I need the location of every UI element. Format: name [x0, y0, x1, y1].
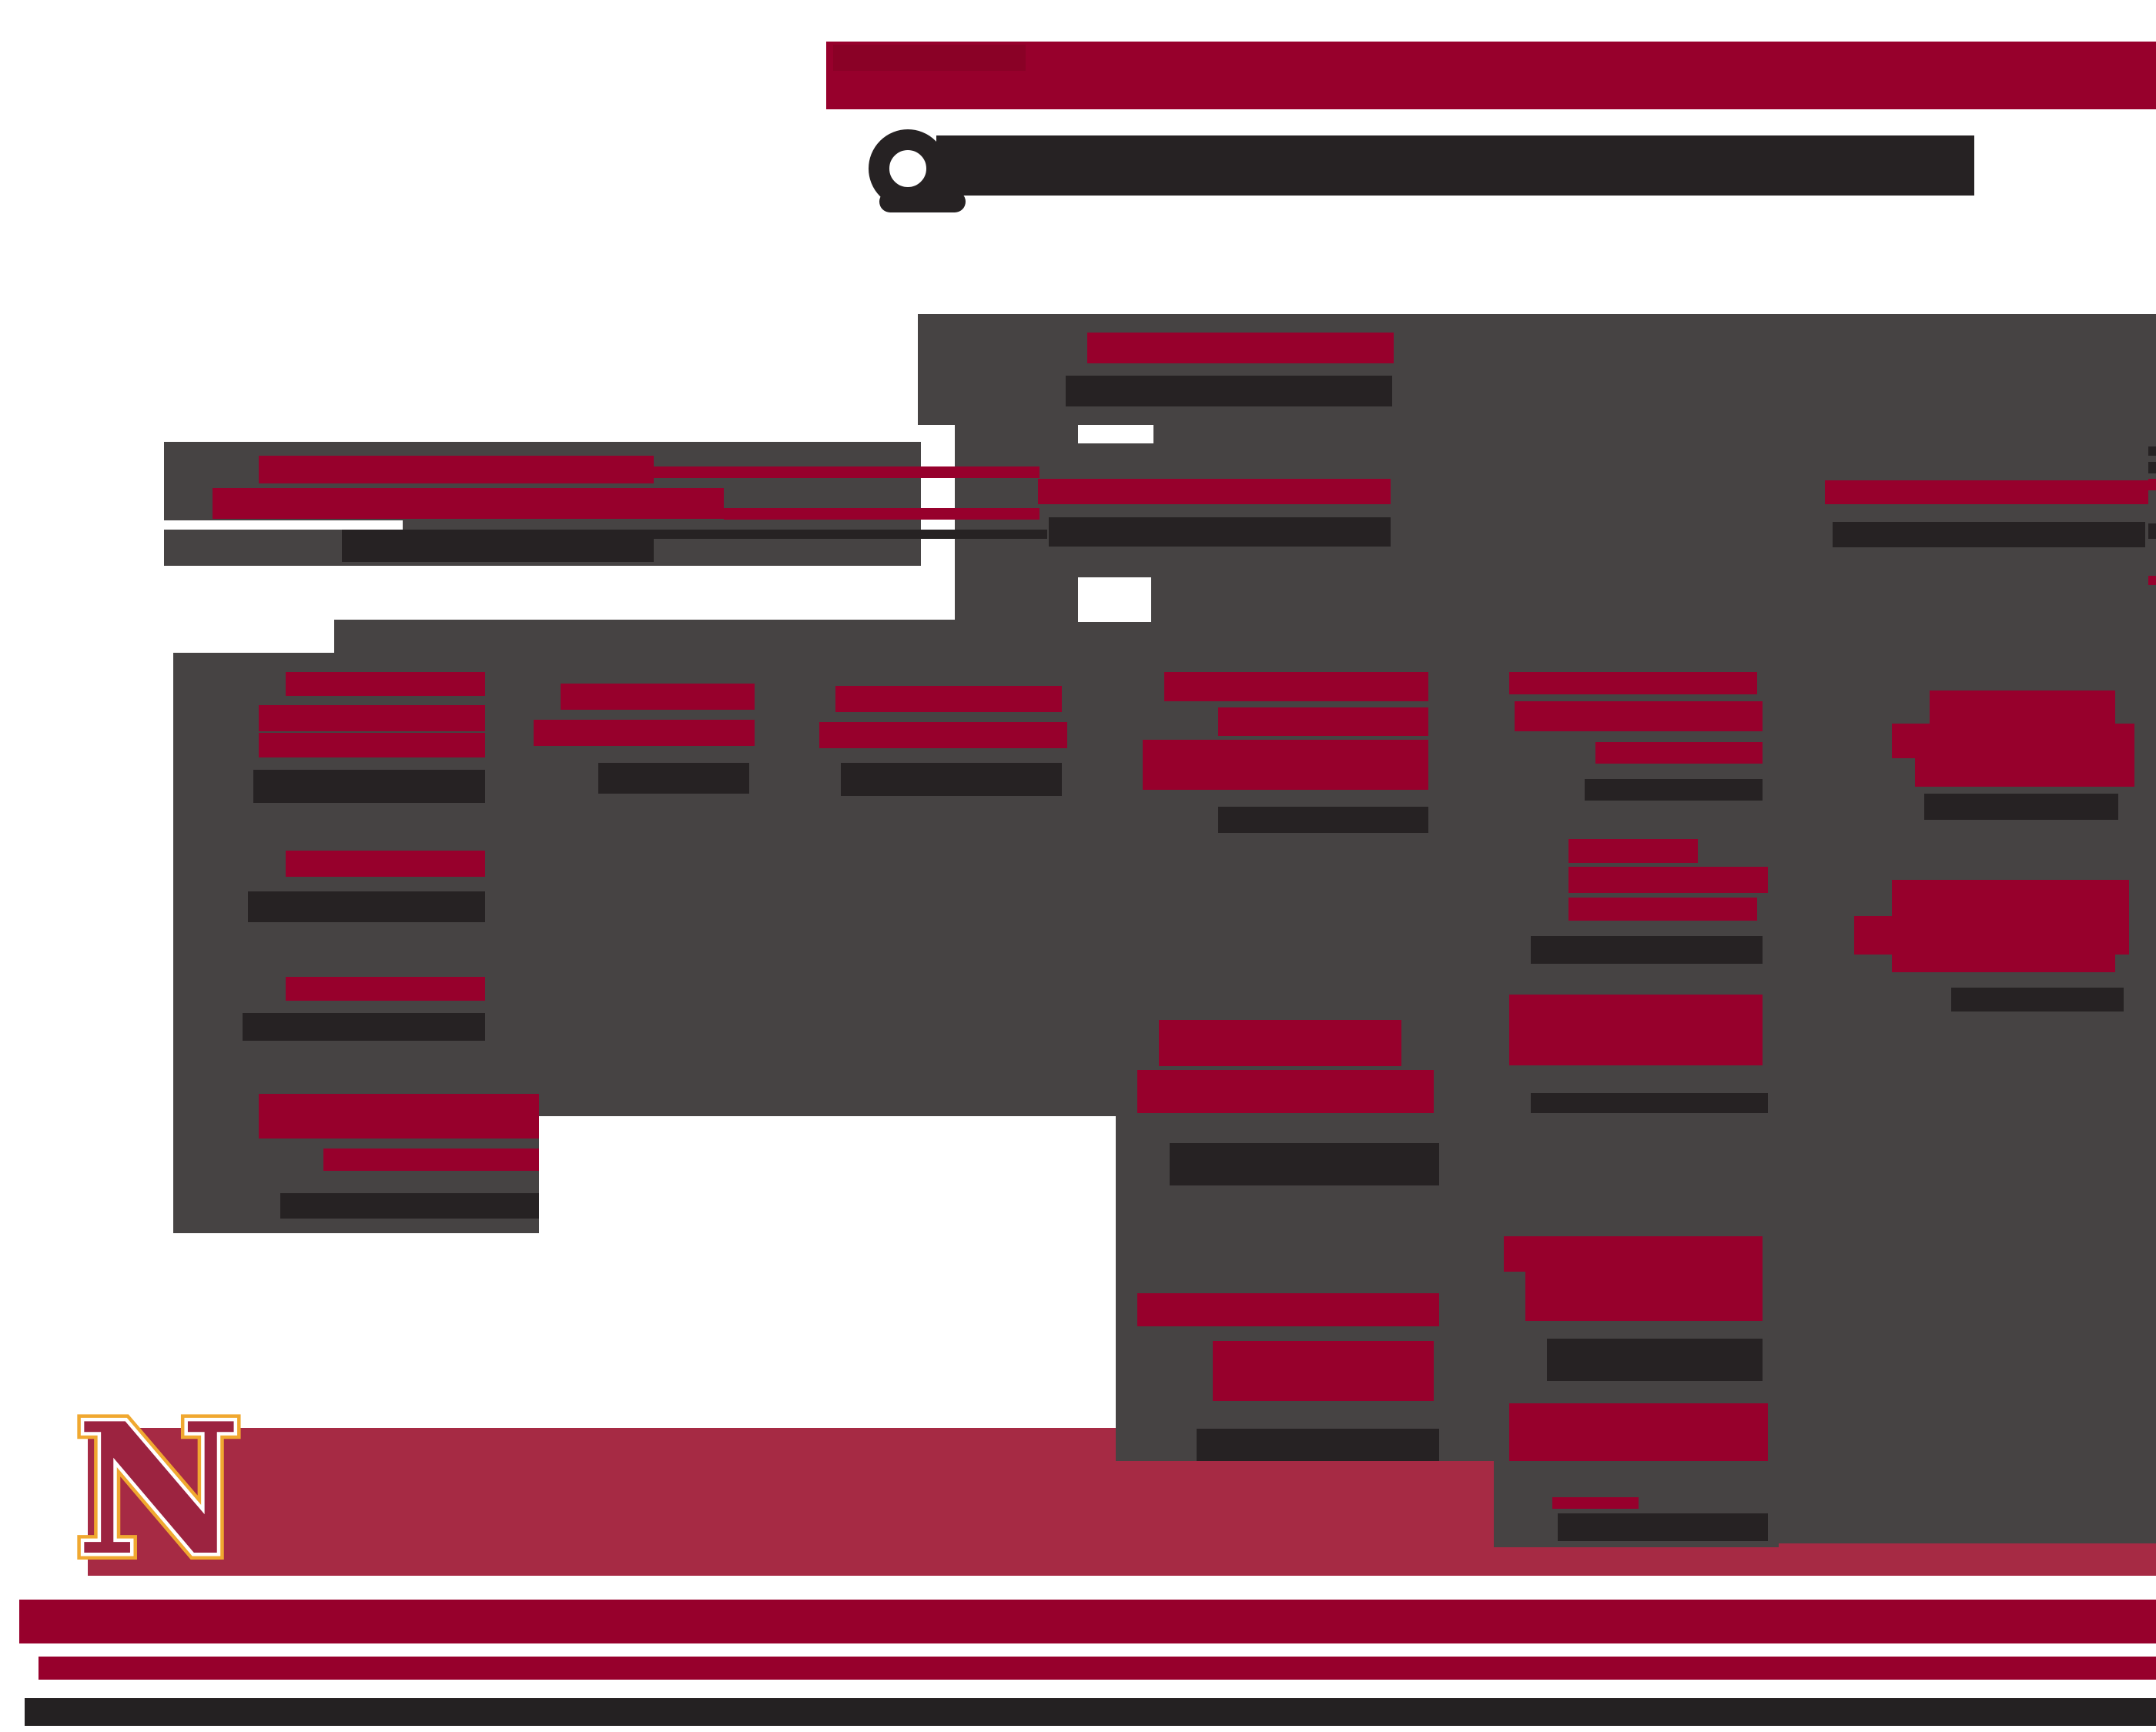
footer-stripe-1 — [19, 1600, 2156, 1643]
node-left-title-bar — [342, 530, 654, 562]
node-left-name-ext-1 — [654, 466, 1040, 478]
node-e5-name-bar-2 — [1552, 1497, 1639, 1509]
node-d3-title-bar — [1197, 1429, 1439, 1461]
node-e4-name-bar-2 — [1525, 1272, 1763, 1321]
left-node-divider — [164, 520, 403, 530]
edge-sliver-5 — [2148, 576, 2156, 585]
notch-row2-b — [1078, 577, 1151, 622]
node-e3-name-bar — [1509, 995, 1763, 1065]
node-d1-name-bar-1 — [1164, 672, 1428, 701]
node-d2-name-bar-1 — [1159, 1020, 1401, 1066]
node-f1-title-bar — [1924, 794, 2118, 820]
node-right-title-bar — [1833, 522, 2145, 547]
node-left-name-bar-1 — [259, 456, 654, 483]
panel-row2-band — [955, 425, 2156, 677]
node-d1-title-bar — [1218, 807, 1428, 833]
node-b1-name-bar-2 — [534, 720, 755, 746]
node-center-name-bar — [1038, 479, 1391, 504]
node-b1-name-bar-1 — [561, 684, 755, 710]
node-a4-title-bar — [280, 1193, 539, 1219]
node-e2-name-bar-2 — [1568, 867, 1768, 893]
node-f2-title-bar — [1951, 988, 2124, 1011]
footer-stripe-dark — [25, 1698, 2156, 1726]
node-center-title-bar — [1049, 517, 1391, 547]
node-f1-name-bar-2 — [1892, 724, 2134, 758]
notch-row2-a — [1078, 425, 1153, 443]
node-d2-name-bar-2 — [1137, 1070, 1434, 1113]
node-e1-name-bar-1 — [1509, 672, 1757, 694]
node-d2-title-bar — [1170, 1143, 1439, 1185]
node-d3-name-bar-2 — [1213, 1341, 1434, 1401]
node-e3-title-bar — [1531, 1093, 1768, 1113]
node-e2-title-bar — [1531, 936, 1763, 964]
node-e1-name-bar-3 — [1595, 742, 1763, 764]
node-e1-title-bar — [1585, 779, 1763, 801]
node-a3-title-bar — [243, 1013, 485, 1041]
node-d1-name-bar-3 — [1143, 740, 1428, 790]
node-head-name-bar — [1087, 333, 1394, 363]
node-e2-name-bar-1 — [1568, 839, 1698, 863]
node-d1-name-bar-2 — [1218, 707, 1428, 736]
edge-sliver-2 — [2148, 462, 2156, 473]
edge-sliver-3 — [2148, 479, 2156, 490]
node-a1-name-bar-1 — [286, 672, 485, 696]
node-left-title-ext — [654, 530, 1047, 539]
node-e4-name-bar-1 — [1504, 1236, 1763, 1272]
node-a1-title-bar — [253, 770, 485, 803]
node-f1-name-bar-1 — [1930, 690, 2115, 724]
node-a4-name-bar-1 — [259, 1094, 539, 1139]
node-d3-name-bar-1 — [1137, 1293, 1439, 1326]
node-left-name-ext-2 — [724, 508, 1040, 520]
node-a3-name-bar — [286, 977, 485, 1001]
nebraska-n-logo: N N N — [66, 1384, 251, 1596]
node-f2-name-bar-1 — [1892, 880, 2129, 916]
nebraska-n-logo-gold-outline: N — [69, 1384, 248, 1596]
node-c1-title-bar — [841, 763, 1062, 796]
node-e5-title-bar — [1558, 1513, 1768, 1541]
node-a4-name-bar-2 — [323, 1149, 539, 1171]
nebraska-n-logo-letter: N — [76, 1384, 241, 1596]
node-f2-name-bar-2 — [1854, 916, 2129, 955]
edge-sliver-4 — [2148, 523, 2156, 539]
footer-stripe-2 — [38, 1657, 2156, 1680]
node-a1-name-bar-2 — [259, 705, 485, 731]
nebraska-n-logo-cream-outline: N — [73, 1384, 245, 1596]
node-a2-name-bar — [286, 851, 485, 877]
node-a2-title-bar — [248, 891, 485, 922]
masthead-title-block — [826, 42, 2156, 109]
masthead-title-shade — [833, 45, 1026, 71]
panel-col-f-lower — [1779, 1116, 2156, 1543]
node-f2-name-bar-3 — [1892, 955, 2115, 972]
node-e4-title-bar — [1547, 1339, 1763, 1381]
panel-col-e-lower — [1494, 1116, 1779, 1547]
panel-top-band — [918, 314, 2156, 425]
node-e5-name-bar-1 — [1509, 1403, 1768, 1461]
node-f1-name-bar-3 — [1915, 758, 2134, 787]
node-c1-name-bar-2 — [819, 722, 1067, 748]
node-e1-name-bar-2 — [1515, 701, 1763, 731]
node-head-title-bar — [1066, 376, 1392, 406]
node-b1-title-bar — [598, 763, 749, 794]
edge-sliver-1 — [2148, 446, 2156, 456]
node-a1-name-bar-3 — [259, 733, 485, 757]
node-e2-name-bar-3 — [1568, 898, 1757, 921]
node-right-name-bar — [1825, 480, 2148, 504]
node-c1-name-bar-1 — [835, 686, 1062, 712]
masthead-subtitle-block — [936, 135, 1974, 196]
node-left-name-bar-2 — [213, 488, 724, 519]
masthead-subtitle-descender — [879, 191, 966, 212]
